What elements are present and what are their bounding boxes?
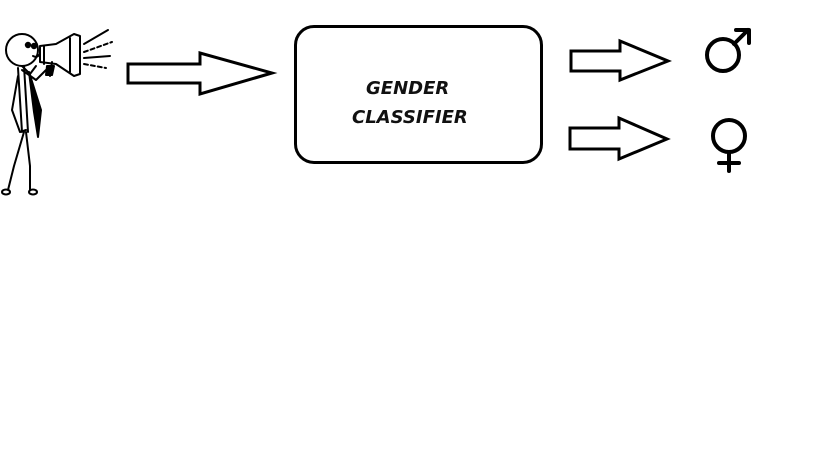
female-symbol-icon — [711, 118, 747, 173]
classifier-label-line2: CLASSIFIER — [352, 107, 468, 128]
output-arrow-female — [568, 115, 671, 162]
input-arrow — [126, 51, 278, 96]
output-arrow-male — [569, 38, 672, 83]
classifier-label-line1: GENDER — [366, 78, 450, 99]
gender-classifier-box — [294, 25, 543, 164]
speaker-with-megaphone-icon — [1, 29, 113, 196]
gender-classifier-label: GENDER CLASSIFIER — [330, 74, 490, 132]
male-symbol-icon — [705, 28, 751, 73]
